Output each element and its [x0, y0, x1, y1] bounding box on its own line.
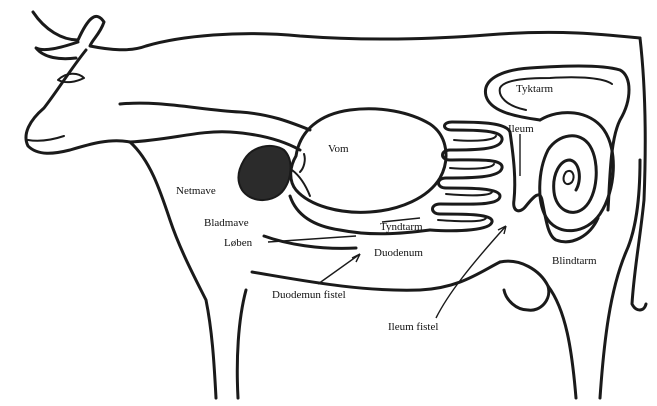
netmave-organ [238, 146, 290, 200]
label-tyndtarm: Tyndtarm [380, 221, 423, 233]
label-tyktarm: Tyktarm [516, 83, 554, 95]
ileum-tube [510, 132, 526, 211]
label-vom: Vom [328, 143, 349, 155]
cow-outline [26, 12, 646, 398]
label-ileum-fistel: Ileum fistel [388, 321, 438, 333]
label-duodenum: Duodenum [374, 247, 423, 259]
label-ileum: Ileum [508, 123, 534, 135]
oesophagus [120, 103, 310, 150]
tyktarm-spiral [540, 113, 614, 231]
label-loben: Løben [224, 237, 253, 249]
label-netmave: Netmave [176, 185, 216, 197]
label-bladmave: Bladmave [204, 217, 249, 229]
vom-organ [291, 109, 446, 213]
label-duodenum-fistel: Duodemun fistel [272, 289, 346, 301]
blindtarm-organ [526, 195, 598, 242]
label-blindtarm: Blindtarm [552, 255, 597, 267]
